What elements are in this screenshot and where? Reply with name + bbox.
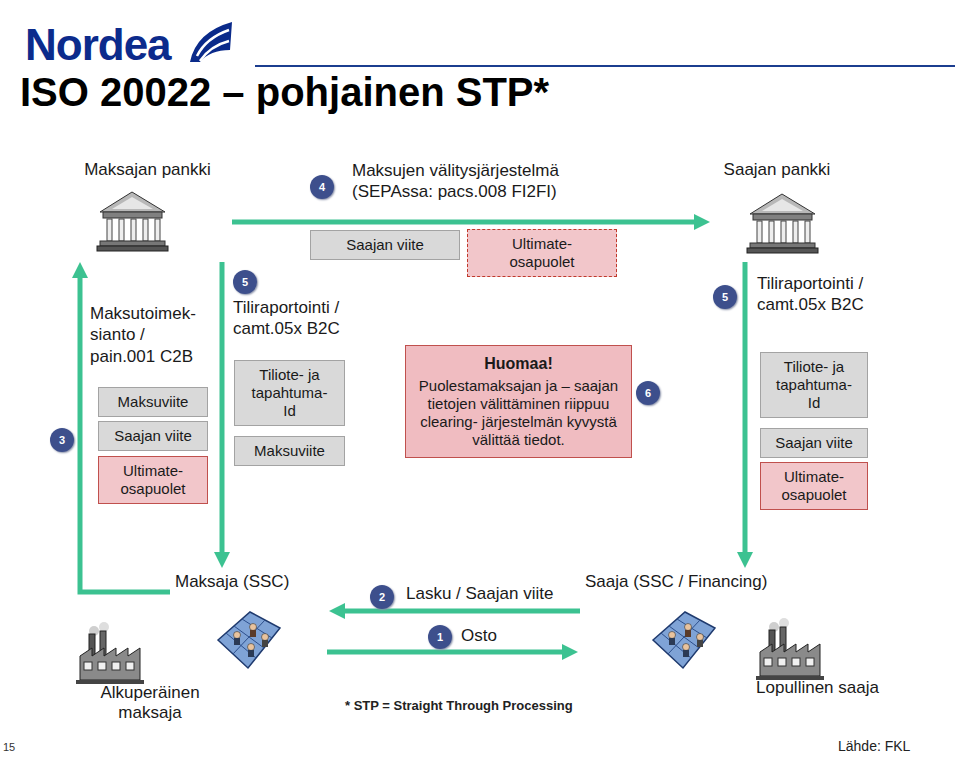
node-text: Saajan viite xyxy=(321,236,449,254)
node-text: Ultimate- osapuolet xyxy=(109,462,197,498)
bank-icon xyxy=(747,194,818,253)
callout-number: 2 xyxy=(370,585,394,609)
flow-arrow xyxy=(232,220,696,225)
node-text: Tiliote- ja tapahtuma- Id xyxy=(771,358,857,412)
footnote: * STP = Straight Through Processing xyxy=(345,698,573,713)
node-text: Saajan viite xyxy=(109,427,197,445)
party-node: Alkuperäinen maksaja xyxy=(80,625,220,725)
callout-number: 3 xyxy=(50,428,74,452)
note-box: Huomaa! Puolestamaksajan ja – saajan tiet… xyxy=(405,345,632,458)
callout-number: 5 xyxy=(233,270,257,294)
data-box: Maksuviite xyxy=(234,436,345,466)
logo-sail xyxy=(190,22,232,62)
flow-arrow xyxy=(343,609,580,614)
node-text: Saajan pankki xyxy=(712,160,842,180)
callout-number: 6 xyxy=(636,381,660,405)
node-text: Ultimate- osapuolet xyxy=(478,235,606,271)
data-box: Maksuviite xyxy=(98,387,208,417)
node-text: Saajan viite xyxy=(771,434,857,452)
bank-node: Saajan pankki xyxy=(712,160,842,258)
node-text: Maksuviite xyxy=(245,442,334,460)
node-text: Tiliote- ja tapahtuma- Id xyxy=(245,366,334,420)
logo-sail xyxy=(190,22,232,62)
source-note: Lähde: FKL xyxy=(838,738,910,754)
data-box: Saajan viite xyxy=(310,230,460,260)
note-heading: Huomaa! xyxy=(416,354,621,373)
page-number: 15 xyxy=(3,741,15,753)
party-node: Saaja (SSC / Financing) xyxy=(582,572,808,672)
logo-text: Nordea xyxy=(25,20,171,70)
office-icon xyxy=(653,612,715,668)
factory-icon xyxy=(756,618,824,680)
node-text: Lopullinen saaja xyxy=(745,678,890,698)
flow-label: Maksutoimek- sianto / pain.001 C2B xyxy=(90,303,212,367)
office-icon xyxy=(218,612,280,668)
data-box: Tiliote- ja tapahtuma- Id xyxy=(760,352,868,418)
data-box: Tiliote- ja tapahtuma- Id xyxy=(234,360,345,426)
callout-number: 1 xyxy=(428,625,452,649)
flow-label: Tiliraportointi / camt.05x B2C xyxy=(757,273,887,316)
flow-arrow xyxy=(743,262,748,554)
data-box: Ultimate- osapuolet xyxy=(98,456,208,504)
node-text: Maksajan pankki xyxy=(65,160,230,180)
flow-arrow xyxy=(220,262,225,554)
node-text: Ultimate- osapuolet xyxy=(771,468,857,504)
party-node: Maksaja (SSC) xyxy=(172,572,325,672)
slide-title: ISO 20022 – pohjainen STP* xyxy=(20,70,549,115)
data-box: Ultimate- osapuolet xyxy=(760,462,868,510)
flow-label: Maksujen välitysjärjestelmä (SEPAssa: pa… xyxy=(352,160,602,203)
factory-icon xyxy=(76,622,144,684)
flow-arrow xyxy=(327,650,564,655)
callout-number: 4 xyxy=(310,175,334,199)
data-box: Ultimate- osapuolet xyxy=(467,229,617,277)
node-text: Alkuperäinen maksaja xyxy=(80,683,220,724)
callout-number: 5 xyxy=(713,285,737,309)
header-rule xyxy=(255,65,955,67)
flow-label: Tiliraportointi / camt.05x B2C xyxy=(233,297,363,340)
node-text: Saaja (SSC / Financing) xyxy=(585,572,808,592)
bank-icon xyxy=(97,192,168,251)
flow-label: Lasku / Saajan viite xyxy=(406,583,553,604)
node-text: Puolestamaksajan ja – saajan tietojen vä… xyxy=(416,377,621,449)
data-box: Saajan viite xyxy=(760,428,868,458)
bank-node: Maksajan pankki xyxy=(65,160,230,258)
flow-label: Osto xyxy=(461,625,497,646)
logo-sail xyxy=(200,41,229,61)
party-node: Lopullinen saaja xyxy=(745,622,890,704)
node-text: Maksuviite xyxy=(109,393,197,411)
node-text: Maksaja (SSC) xyxy=(175,572,325,592)
data-box: Saajan viite xyxy=(98,421,208,451)
